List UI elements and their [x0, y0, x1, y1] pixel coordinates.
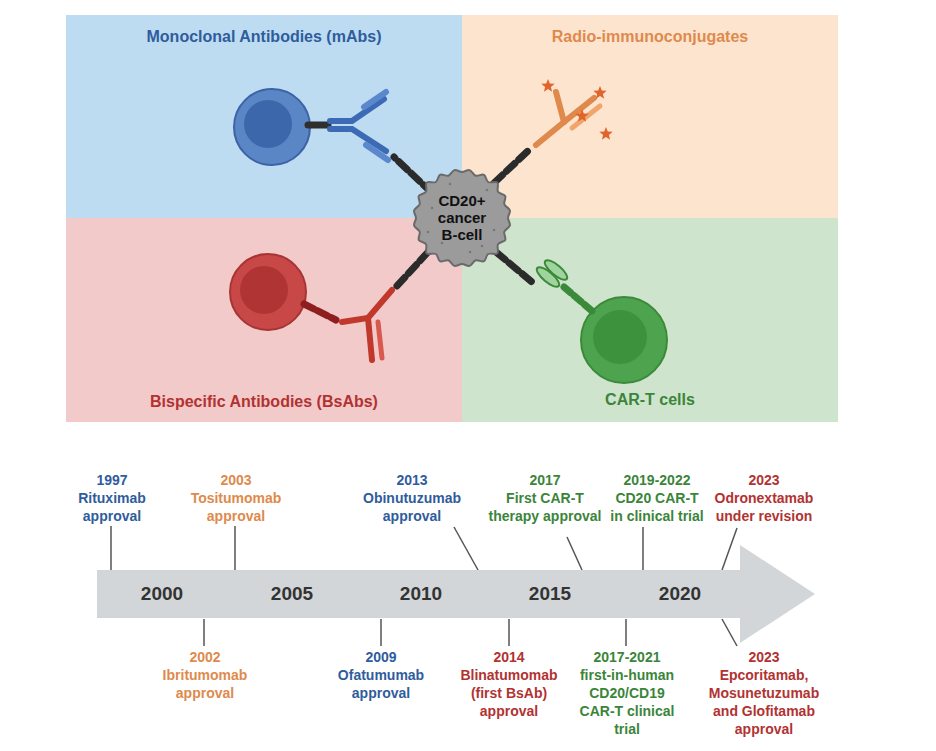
category-panel: Bispecific Antibodies (BsAbs): [66, 218, 462, 422]
leader-line: [454, 527, 478, 570]
arrow-outline: [97, 545, 815, 643]
event-label: CD20 CAR-T in clinical trial: [609, 489, 705, 525]
event-year: 2019-2022: [607, 471, 707, 489]
leader-line: [642, 527, 644, 570]
event-year: 2009: [336, 648, 426, 666]
event-label: First CAR-T therapy approval: [485, 489, 605, 525]
leader-line: [567, 537, 582, 570]
event-year: 2003: [191, 471, 281, 489]
timeline-arrow: 2000 2005 2010 2015 2020: [97, 545, 815, 643]
event-year: 2023: [719, 648, 809, 666]
category-panel: Radio-immunoconjugates: [462, 15, 838, 218]
event-year: 1997: [67, 471, 157, 489]
year-tick: 2005: [262, 583, 322, 605]
leader-line: [110, 526, 112, 570]
year-tick: 2000: [132, 583, 192, 605]
event-label: Rituximab approval: [72, 489, 152, 525]
event-label: Ibritumomab approval: [158, 666, 253, 702]
event-year: 2017-2021: [577, 648, 677, 666]
event-year: 2017: [500, 471, 590, 489]
panel-heading: CAR-T cells: [462, 390, 838, 410]
cell-label: CD20+ cancer B-cell: [432, 192, 492, 243]
event-label: Blinatumomab (first BsAb) approval: [456, 666, 562, 720]
arrow-body: [97, 545, 815, 643]
panel-heading: Radio-immunoconjugates: [462, 27, 838, 47]
year-tick: 2015: [520, 583, 580, 605]
event-label: first-in-human CD20/CD19 CAR-T clinical …: [579, 666, 675, 738]
cell-speck: [486, 189, 489, 192]
leader-line: [722, 528, 737, 570]
cell-speck: [449, 183, 452, 186]
event-label: Tositumomab approval: [186, 489, 286, 525]
event-year: 2002: [160, 648, 250, 666]
cancer-cell: CD20+ cancer B-cell: [412, 168, 512, 268]
leader-line: [380, 619, 382, 646]
event-year: 2023: [719, 471, 809, 489]
year-tick: 2020: [650, 583, 710, 605]
leader-line: [508, 619, 510, 646]
leader-line: [234, 526, 236, 570]
event-label: Obinutuzumab approval: [358, 489, 466, 525]
event-label: Ofatumumab approval: [334, 666, 429, 702]
leader-line: [722, 619, 737, 646]
cell-speck: [481, 245, 484, 248]
cell-speck: [427, 231, 430, 234]
cell-body: [414, 170, 510, 266]
category-panel: Monoclonal Antibodies (mAbs): [66, 15, 462, 218]
year-tick: 2010: [391, 583, 451, 605]
panel-heading: Monoclonal Antibodies (mAbs): [66, 27, 462, 47]
cell-speck: [493, 229, 496, 232]
panel-heading: Bispecific Antibodies (BsAbs): [66, 392, 462, 412]
leader-line: [625, 619, 627, 646]
event-year: 2014: [464, 648, 554, 666]
cell-speck: [431, 207, 434, 210]
leader-line: [203, 619, 205, 646]
cell-speck: [469, 251, 472, 254]
event-label: Odronextamab under revision: [711, 489, 817, 525]
category-panel: CAR-T cells: [462, 218, 838, 422]
event-year: 2013: [367, 471, 457, 489]
event-label: Epcoritamab, Mosunetuzumab and Glofitama…: [706, 666, 822, 738]
